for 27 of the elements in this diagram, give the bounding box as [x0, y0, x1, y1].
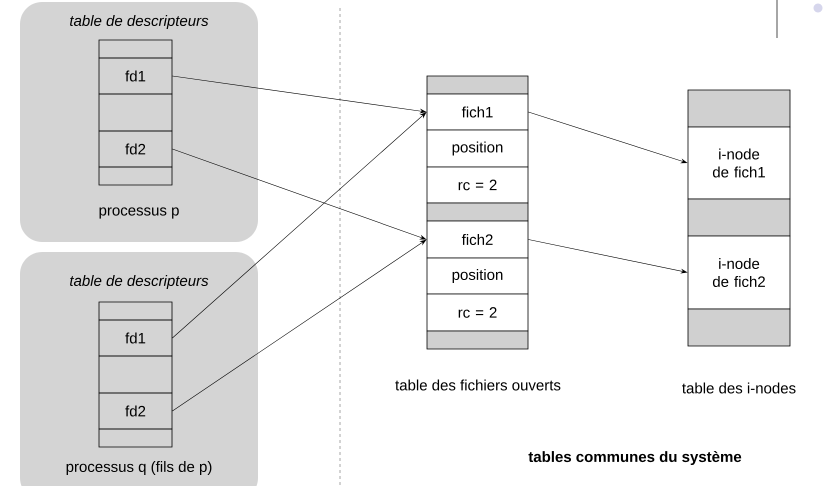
- empty-row: [426, 330, 528, 350]
- table-row: fd2: [98, 130, 172, 168]
- empty-row: [98, 94, 172, 132]
- table-caption: table des i-nodes: [682, 382, 796, 394]
- table-row: position: [426, 130, 528, 168]
- table-row: i-node de fich2: [688, 236, 790, 310]
- empty-row: [426, 202, 528, 222]
- empty-row: [98, 40, 172, 58]
- table-row: position: [426, 258, 528, 294]
- table-row: fich1: [426, 94, 528, 130]
- table-row: fd2: [98, 392, 172, 430]
- table-row: fd1: [98, 320, 172, 356]
- table-row: rc = 2: [426, 294, 528, 332]
- empty-row: [688, 198, 790, 236]
- section-title: tables communes du système: [528, 450, 742, 466]
- table-row: rc = 2: [426, 166, 528, 204]
- empty-row: [426, 76, 528, 94]
- table-row: i-node de fich1: [688, 126, 790, 200]
- table-row: fd1: [98, 58, 172, 94]
- empty-row: [98, 356, 172, 394]
- empty-row: [98, 302, 172, 320]
- empty-row: [688, 308, 790, 346]
- empty-row: [98, 166, 172, 186]
- table-row: fich2: [426, 220, 528, 258]
- empty-row: [98, 428, 172, 448]
- empty-row: [688, 90, 790, 128]
- table-caption: table des fichiers ouverts: [395, 379, 560, 390]
